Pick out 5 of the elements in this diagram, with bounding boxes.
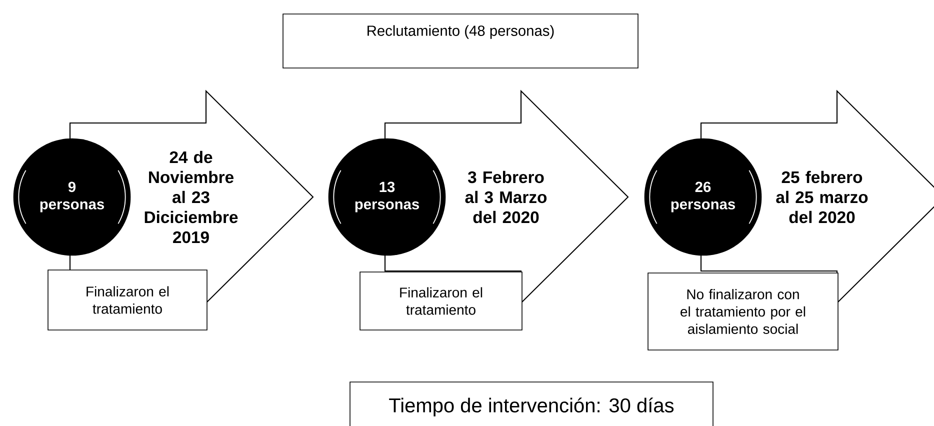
title-box: Reclutamiento (48 personas) (282, 14, 638, 68)
text-box: Finalizaron el tratamiento (360, 272, 522, 330)
text-box: No finalizaron con el tratamiento por el aislamiento social (648, 272, 838, 350)
text-box: Finalizaron el tratamiento (48, 270, 208, 330)
text-box: Tiempo de intervención: 30 días (350, 382, 714, 426)
